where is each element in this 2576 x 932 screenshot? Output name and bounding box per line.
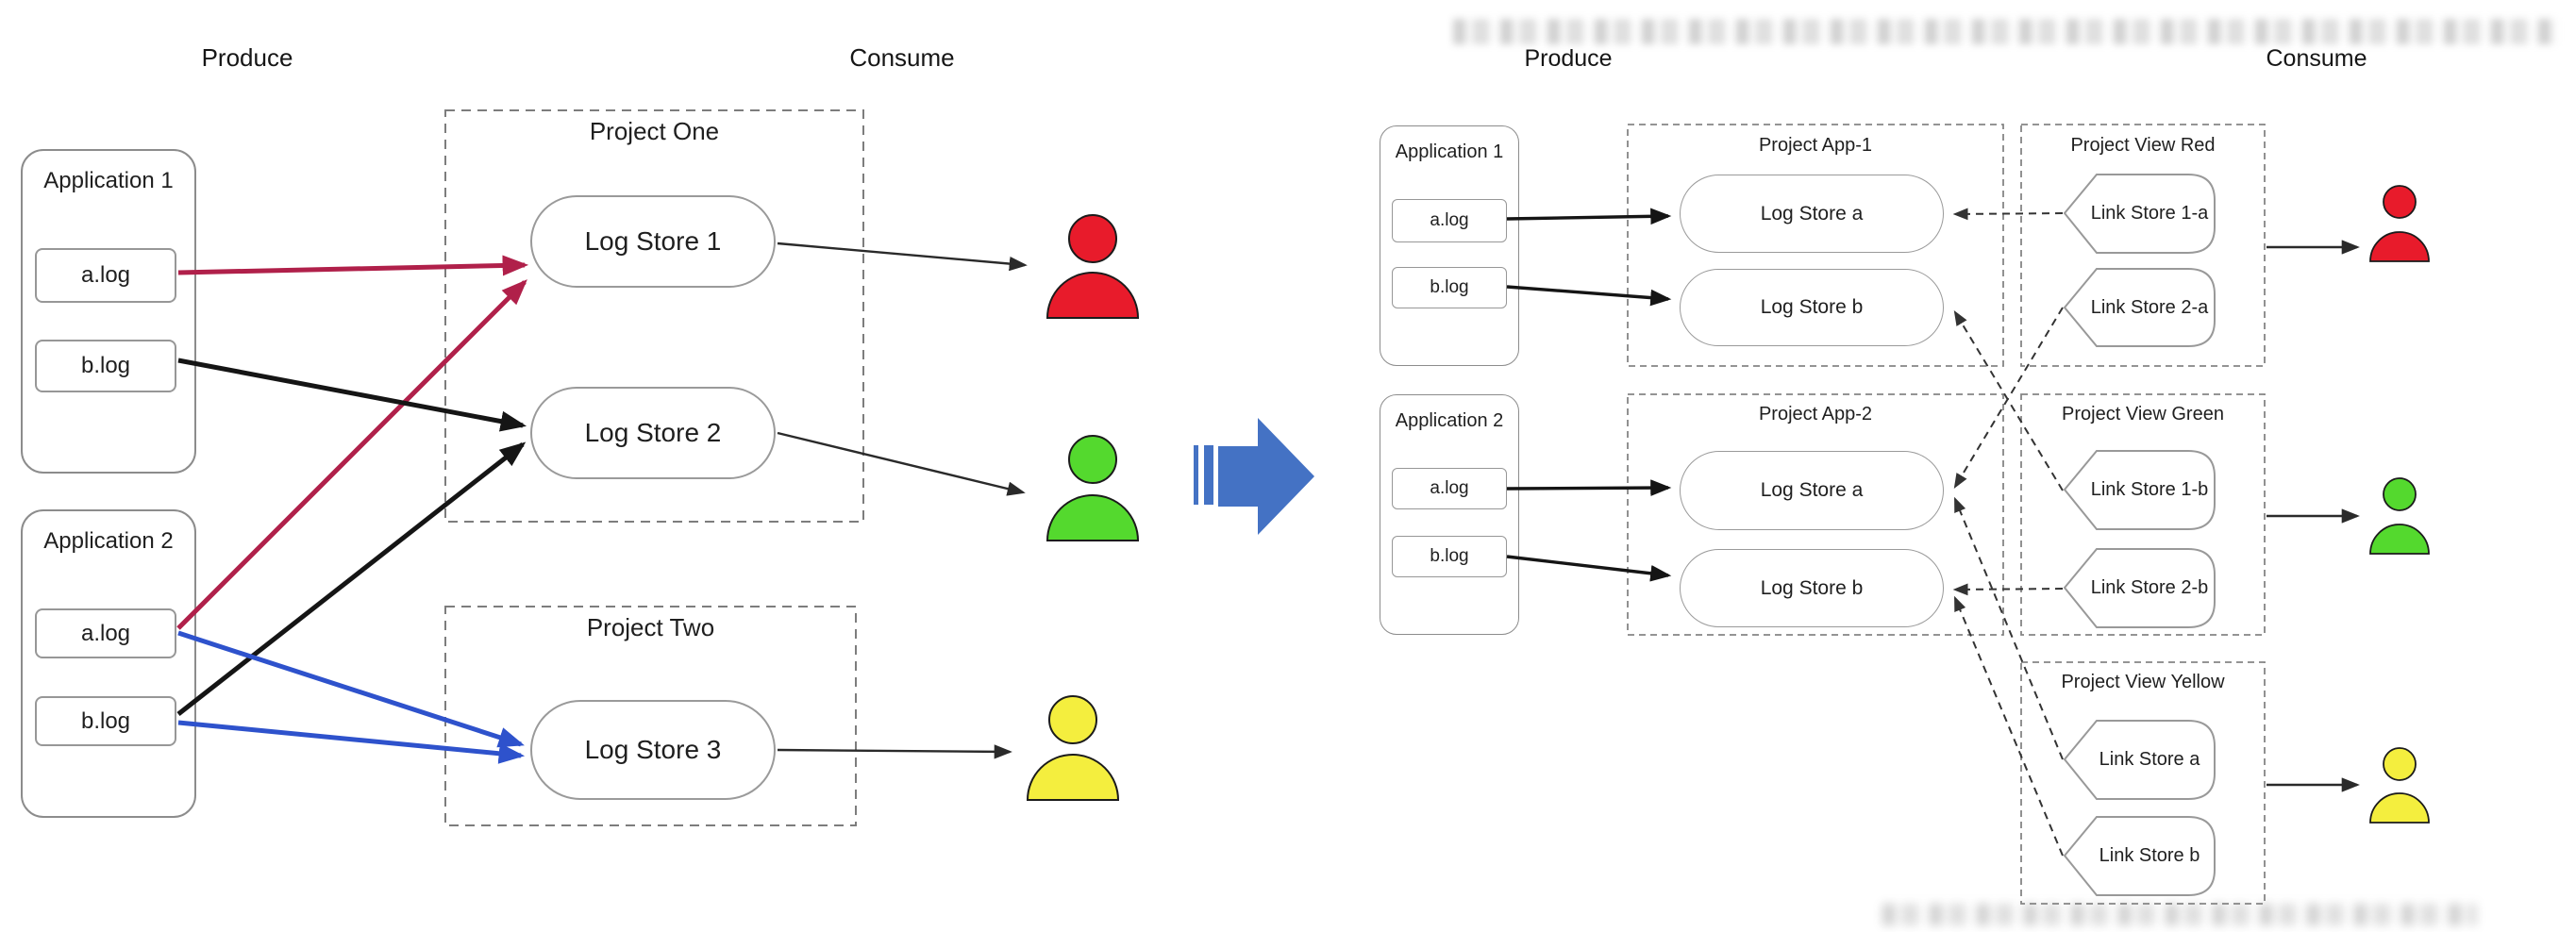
right-app1-file-b-log: b.log xyxy=(1392,267,1507,308)
link-store-2b-label: Link Store 2-b xyxy=(2090,576,2209,598)
project-view-red-title: Project View Red xyxy=(2070,135,2216,156)
app2-file-b-log: b.log xyxy=(35,696,176,746)
left-produce-heading: Produce xyxy=(201,43,293,72)
right-app1-file-a-log: a.log xyxy=(1392,199,1507,242)
arrow-rapp2-alog-to-store-a xyxy=(1506,479,1672,496)
arrow-app1-blog-to-logstore2 xyxy=(177,358,527,432)
red-user-icon xyxy=(1045,214,1140,319)
log-store-1: Log Store 1 xyxy=(530,195,776,288)
right-app2-file-b-log: b.log xyxy=(1392,536,1507,577)
right-red-user-icon xyxy=(2369,185,2430,262)
right-log-store-a-app1: Log Store a xyxy=(1680,175,1944,253)
dash-linkb-to-storeb-app2 xyxy=(1954,595,2064,857)
app1-file-a-log: a.log xyxy=(35,248,176,303)
right-log-store-b-app1: Log Store b xyxy=(1680,269,1944,346)
blurred-text-artifact-bottom xyxy=(1882,904,2477,925)
arrow-rapp2-blog-to-store-b xyxy=(1506,555,1672,582)
right-application-2-title: Application 2 xyxy=(1395,410,1504,431)
arrow-logstore3-to-yellow-user xyxy=(777,744,1012,759)
arrow-app2-blog-to-logstore3 xyxy=(177,720,526,764)
link-store-1a-label: Link Store 1-a xyxy=(2090,202,2209,224)
arrow-logstore1-to-red-user xyxy=(777,241,1028,272)
right-green-user-icon xyxy=(2369,477,2430,555)
right-application-1-container xyxy=(1380,125,1519,366)
project-one-title: Project One xyxy=(589,117,720,145)
right-app2-file-a-log: a.log xyxy=(1392,468,1507,509)
project-view-red-dashed-box xyxy=(2020,124,2266,367)
project-view-green-title: Project View Green xyxy=(2062,404,2224,424)
app1-file-b-log: b.log xyxy=(35,340,176,392)
link-store-1b-label: Link Store 1-b xyxy=(2090,478,2209,500)
transform-right-arrow-icon xyxy=(1194,418,1314,535)
dash-linka-to-storea-app2 xyxy=(1954,496,2064,760)
link-store-2a-label: Link Store 2-a xyxy=(2090,296,2209,318)
right-log-store-b-app2: Log Store b xyxy=(1680,549,1944,627)
blurred-text-artifact-top xyxy=(1453,19,2557,44)
log-store-3: Log Store 3 xyxy=(530,700,776,800)
green-user-icon xyxy=(1045,435,1140,541)
dash-link1a-to-storea-app1 xyxy=(1952,208,2064,221)
arrow-app2-alog-to-logstore3 xyxy=(177,630,525,748)
right-consume-heading: Consume xyxy=(2266,45,2367,72)
app2-file-a-log: a.log xyxy=(35,608,176,658)
right-yellow-user-icon xyxy=(2369,747,2430,824)
right-application-1-title: Application 1 xyxy=(1395,141,1504,162)
arrow-logstore2-to-green-user xyxy=(777,431,1026,496)
application-2-container xyxy=(21,509,196,818)
dash-link2a-to-storea-app2 xyxy=(1953,307,2064,490)
right-produce-heading: Produce xyxy=(1524,45,1613,72)
right-application-2-container xyxy=(1380,394,1519,635)
link-store-b-label: Link Store b xyxy=(2099,844,2200,866)
project-two-title: Project Two xyxy=(586,613,715,641)
link-store-a-label: Link Store a xyxy=(2099,748,2200,770)
arrow-rapp1-blog-to-store-b xyxy=(1506,285,1672,307)
link-store-shapes xyxy=(2063,174,2216,896)
link-dashed-arrows xyxy=(1952,208,2064,857)
application-1-container xyxy=(21,149,196,474)
arrow-rapp1-alog-to-store-a xyxy=(1506,208,1672,225)
project-app-2-title: Project App-2 xyxy=(1758,404,1873,424)
left-consume-heading: Consume xyxy=(849,43,955,72)
arrow-app2-alog-to-logstore1 xyxy=(176,279,527,630)
project-view-yellow-title: Project View Yellow xyxy=(2061,672,2225,692)
application-2-title: Application 2 xyxy=(43,528,174,554)
project-app-1-title: Project App-1 xyxy=(1758,135,1873,156)
log-store-2: Log Store 2 xyxy=(530,387,776,479)
application-1-title: Application 1 xyxy=(43,168,174,193)
dash-link2b-to-storeb-app2 xyxy=(1952,583,2064,596)
yellow-user-icon xyxy=(1026,695,1120,801)
arrow-app2-blog-to-logstore2 xyxy=(176,441,527,716)
dash-link1b-to-storeb-app1 xyxy=(1953,309,2064,491)
arrow-app1-alog-to-logstore1 xyxy=(177,255,529,276)
right-log-store-a-app2: Log Store a xyxy=(1680,451,1944,530)
